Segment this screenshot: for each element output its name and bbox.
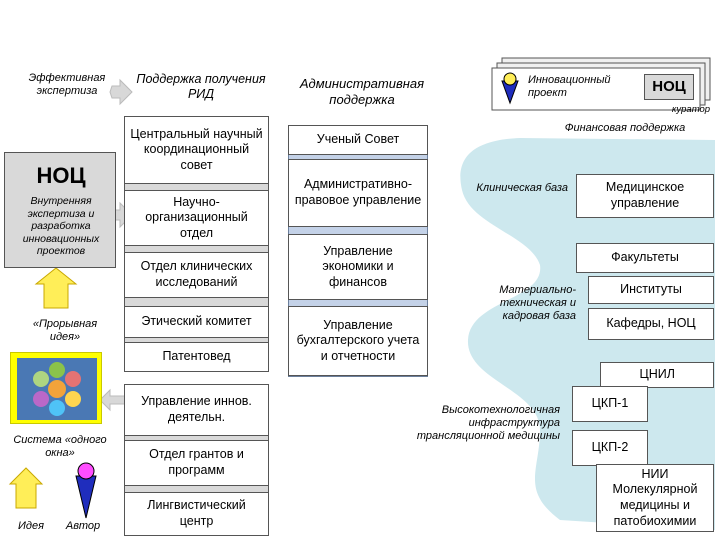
science-org-dept-box[interactable]: Научно-организационный отдел (124, 190, 269, 246)
medical-dept-box[interactable]: Медицинское управление (576, 174, 714, 218)
single-window-label: Система «одного окна» (13, 434, 107, 460)
hightech-label: Высокотехнологичная инфраструктура транс… (416, 404, 560, 443)
author-icon (75, 462, 97, 519)
project-author-icon (501, 72, 519, 105)
tsnil-box[interactable]: ЦНИЛ (600, 362, 714, 388)
project-noc-box[interactable]: НОЦ (644, 74, 694, 100)
ethics-committee-box[interactable]: Этический комитет (124, 306, 269, 338)
ckp1-box[interactable]: ЦКП-1 (572, 386, 648, 422)
noc-description: Внутренняя экспертиза и разработка иннов… (22, 195, 100, 258)
single-window-frame[interactable] (10, 352, 102, 424)
finance-label: Финансовая поддержка (564, 122, 686, 134)
up-arrow-idea (8, 467, 44, 509)
clinical-research-box[interactable]: Отдел клинических исследований (124, 252, 269, 298)
expertise-label: Эффективная экспертиза (28, 72, 106, 98)
idea-label: Идея (18, 520, 44, 532)
clinical-base-label: Клиническая база (476, 182, 568, 194)
innovation-dept-box[interactable]: Управление иннов. деятельн. (124, 384, 269, 436)
admin-title: Административная поддержка (299, 76, 425, 107)
petal-diagram-icon (33, 362, 81, 416)
patent-specialist-box[interactable]: Патентовед (124, 342, 269, 372)
grants-dept-box[interactable]: Отдел грантов и программ (124, 440, 269, 486)
noc-box[interactable]: НОЦ Внутренняя экспертиза и разработка и… (4, 152, 116, 268)
author-label: Автор (65, 520, 101, 532)
up-arrow-breakthrough (34, 267, 78, 309)
curator-label: куратор (671, 104, 711, 115)
central-council-box[interactable]: Центральный научный координационный сове… (124, 116, 269, 184)
institutes-box[interactable]: Институты (588, 276, 714, 304)
ckp2-box[interactable]: ЦКП-2 (572, 430, 648, 466)
arrow-expertise (109, 78, 133, 106)
arrow-single-window (99, 388, 126, 412)
linguistic-center-box[interactable]: Лингвистический центр (124, 492, 269, 536)
material-base-label: Материально-техническая и кадровая база (499, 284, 576, 323)
noc-title: НОЦ (36, 163, 86, 188)
infrastructure-wave (460, 138, 715, 530)
accounting-box[interactable]: Управление бухгалтерского учета и отчетн… (288, 306, 428, 376)
nii-box[interactable]: НИИ Молекулярной медицины и патобиохимии (596, 464, 714, 532)
departments-box[interactable]: Кафедры, НОЦ (588, 308, 714, 340)
support-title: Поддержка получения РИД (136, 72, 266, 101)
economics-finance-box[interactable]: Управление экономики и финансов (288, 234, 428, 300)
project-label: Инновационный проект (528, 74, 611, 100)
single-window-image (17, 358, 97, 420)
admin-legal-box[interactable]: Административно-правовое управление (288, 159, 428, 227)
faculties-box[interactable]: Факультеты (576, 243, 714, 273)
breakthrough-label: «Прорывная идея» (32, 318, 98, 344)
academic-council-box[interactable]: Ученый Совет (288, 125, 428, 155)
